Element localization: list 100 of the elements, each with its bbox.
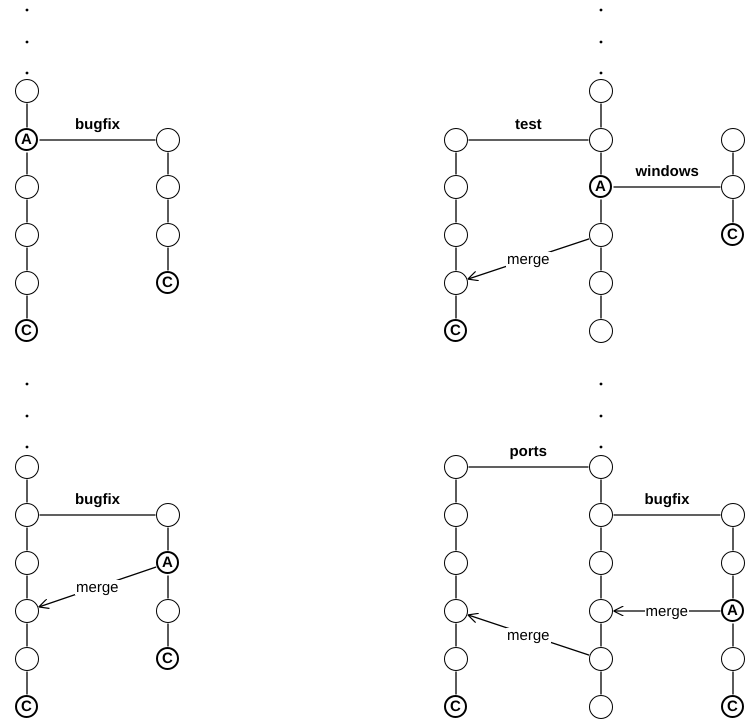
commit-circle — [444, 598, 468, 623]
commit-circle — [14, 78, 39, 103]
commit-circle — [444, 550, 468, 575]
connector-line — [600, 576, 602, 598]
connector-line — [26, 576, 28, 598]
commit-circle — [588, 694, 613, 719]
connector-line — [26, 104, 28, 128]
edge-label: bugfix — [75, 117, 120, 132]
commit-circle: C — [156, 646, 179, 670]
connector-line — [26, 296, 28, 318]
commit-circle: A — [720, 598, 744, 622]
connector-line — [732, 576, 734, 598]
connector-line — [455, 576, 457, 598]
edge-label: merge — [506, 252, 551, 266]
commit-circle — [720, 646, 745, 671]
connector-line — [167, 248, 169, 270]
commit-circle — [444, 270, 468, 295]
connector-line — [455, 200, 457, 222]
connector-line — [600, 248, 602, 270]
commit-circle — [14, 270, 39, 295]
commit-circle — [588, 270, 613, 295]
commit-circle — [14, 174, 39, 199]
connector-line — [732, 528, 734, 550]
commit-circle — [444, 174, 468, 199]
commit-circle — [588, 550, 613, 575]
connector-line — [40, 514, 156, 516]
connector-line — [600, 152, 602, 174]
connector-line — [732, 152, 734, 174]
commit-circle — [14, 646, 39, 671]
commit-circle — [588, 318, 613, 343]
commit-circle — [720, 502, 745, 527]
commit-circle — [14, 550, 39, 575]
connector-line — [167, 528, 169, 550]
connector-line — [26, 624, 28, 646]
commit-circle: C — [444, 694, 467, 718]
connector-line — [600, 480, 602, 502]
commit-circle — [156, 128, 180, 152]
commit-circle — [720, 128, 745, 152]
connector-line — [732, 672, 734, 694]
edge-label: ports — [510, 444, 547, 459]
connector-line — [167, 200, 169, 222]
commit-circle — [588, 646, 613, 671]
commit-circle — [588, 128, 613, 152]
connector-line — [26, 480, 28, 502]
commit-circle: A — [588, 174, 612, 198]
connector-line — [600, 624, 602, 646]
connector-line — [167, 624, 169, 646]
commit-circle — [720, 550, 745, 575]
commit-circle — [588, 78, 613, 103]
connector-line — [26, 528, 28, 550]
connector-line — [455, 672, 457, 694]
connector-line — [455, 152, 457, 174]
connector-line — [40, 139, 156, 141]
connector-line — [167, 152, 169, 174]
commit-circle — [156, 174, 180, 199]
connector-line — [600, 528, 602, 550]
edge-label: bugfix — [75, 492, 120, 507]
commit-circle — [720, 174, 745, 199]
commit-circle: C — [156, 270, 179, 294]
commit-circle: C — [14, 694, 38, 718]
connector-line — [455, 528, 457, 550]
commit-circle — [444, 222, 468, 247]
commit-circle — [14, 454, 39, 479]
commit-circle — [14, 222, 39, 247]
connector-line — [600, 672, 602, 694]
commit-circle — [444, 454, 468, 479]
commit-circle — [588, 454, 613, 479]
edge-label: merge — [506, 628, 551, 642]
connector-line — [26, 152, 28, 174]
commit-circle — [444, 646, 468, 671]
commit-circle — [156, 502, 180, 527]
edge-label: windows — [636, 164, 699, 179]
commit-circle — [156, 598, 180, 623]
connector-line — [455, 480, 457, 502]
connector-line — [26, 672, 28, 694]
edge-label: test — [515, 117, 542, 132]
connector-line — [26, 248, 28, 270]
connector-line — [468, 466, 588, 468]
commit-circle — [156, 222, 180, 247]
commit-circle — [444, 128, 468, 152]
commit-circle — [588, 502, 613, 527]
connector-line — [600, 296, 602, 318]
commit-circle: C — [444, 318, 467, 342]
commit-circle — [14, 502, 39, 527]
connector-line — [26, 200, 28, 222]
commit-circle: C — [720, 694, 744, 718]
connector-line — [614, 186, 720, 188]
commit-circle — [588, 222, 613, 247]
commit-circle: C — [720, 222, 744, 246]
edge-label: bugfix — [644, 492, 690, 507]
commit-circle: C — [14, 318, 38, 342]
connector-line — [455, 248, 457, 270]
connector-line — [732, 200, 734, 222]
connector-line — [600, 200, 602, 222]
commit-circle — [588, 598, 613, 623]
connector-line — [732, 624, 734, 646]
connector-line — [468, 139, 588, 141]
commit-circle — [14, 598, 39, 623]
commit-circle — [444, 502, 468, 527]
commit-circle: A — [156, 550, 179, 574]
